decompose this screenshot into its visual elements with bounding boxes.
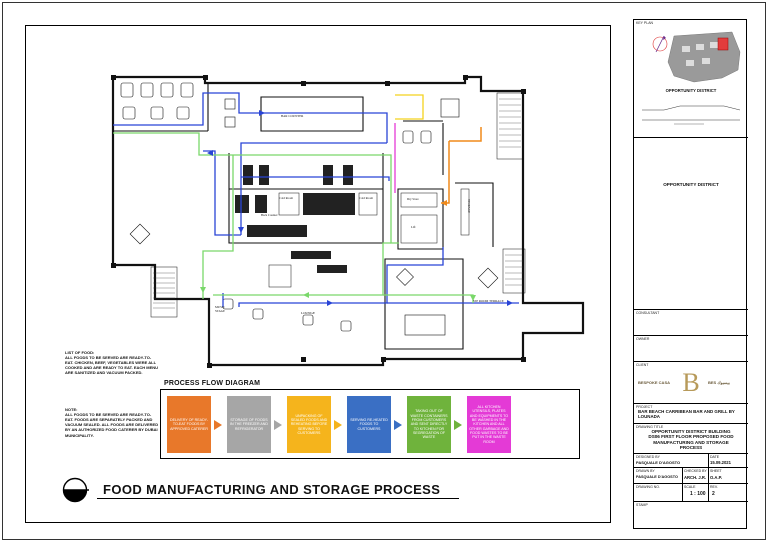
drawn-by-label: DRAWN BY xyxy=(636,469,655,473)
flow-arrow-icon xyxy=(454,420,462,430)
client-logo-right: BES بيسبوك xyxy=(708,380,730,385)
date-divider xyxy=(708,454,709,467)
drawing-title: OPPORTUNITY DISTRICT BUILDING DS06 FIRST… xyxy=(648,429,734,450)
plan-label-dry-store: Dry Store xyxy=(407,197,419,201)
consultant-cell: CONSULTANT xyxy=(634,310,748,336)
key-plan-map xyxy=(642,31,741,125)
scale-divider xyxy=(682,484,683,501)
project-label: PROJECT xyxy=(636,405,653,409)
process-step-waste-collection: TAKING OUT OF WASTE CONTAINERS FROM CUST… xyxy=(407,396,451,453)
plan-label-lounge: LOUNGE xyxy=(301,311,315,315)
stamp-label: STAMP xyxy=(636,503,648,507)
key-plan-cell: KEY PLAN OPPORTUNITY DISTRICT xyxy=(634,20,748,138)
title-underline xyxy=(97,498,459,499)
consultant-label: CONSULTANT xyxy=(636,311,660,315)
scale-label: SCALE xyxy=(684,485,696,489)
checked-divider xyxy=(682,468,683,483)
drawing-frame xyxy=(25,25,611,523)
flow-arrow-icon xyxy=(394,420,402,430)
main-title: FOOD MANUFACTURING AND STORAGE PROCESS xyxy=(103,482,441,497)
client-logo-mark: B xyxy=(682,368,700,397)
rev-divider xyxy=(708,484,709,501)
project-name: BAR BEACH CARRIBEAN BAR AND GRILL BY LOU… xyxy=(638,409,735,420)
drawn-row: DRAWN BY PASQUALE D'AGOSTO CHECKED BY AR… xyxy=(634,468,748,484)
process-step-serving: SERVING RE-HEATED FOODS TO CUSTOMERS xyxy=(347,396,391,453)
designed-by-label: DESIGNED BY xyxy=(636,455,660,459)
checked-by: ARCH. J.R. xyxy=(684,475,707,480)
checked-by-label: CHECKED BY xyxy=(684,469,707,473)
section-marker-icon xyxy=(62,477,89,503)
drawing-title-label: DRAWING TITLE xyxy=(636,425,664,429)
plan-label-cold-room-1: Cold Room xyxy=(279,196,293,200)
list-of-food-note: LIST OF FOOD: ALL FOODS TO BE SERVED ARE… xyxy=(65,350,159,376)
process-step-washing: ALL KITCHEN UTENSILS, PLATES AND EQUIPME… xyxy=(467,396,511,453)
drawing-title-cell: DRAWING TITLE OPPORTUNITY DISTRICT BUILD… xyxy=(634,424,748,454)
plan-label-back-counter: Back Counter xyxy=(261,213,278,217)
client-label: CLIENT xyxy=(636,363,649,367)
sheet-value: O.A.P. xyxy=(710,475,723,480)
scale-row: DRAWING NO. SCALE 1 : 100 REV. 2 xyxy=(634,484,748,502)
date-label: DATE xyxy=(710,455,720,459)
process-flow-box: DELIVERY OF READY-TO-EAT FOODS BY APPROV… xyxy=(160,389,580,459)
plan-label-bar-counter: BAR COUNTER xyxy=(281,114,304,118)
key-plan-label: KEY PLAN xyxy=(636,21,654,25)
plan-label-storage: STORAGE xyxy=(467,199,471,213)
scale-value: 1 : 100 xyxy=(690,491,706,497)
district-cell: OPPORTUNITY DISTRICT xyxy=(634,138,748,310)
drawn-by: PASQUALE D'AGOSTO xyxy=(636,475,678,479)
flow-arrow-icon xyxy=(334,420,342,430)
designed-by: PASQUALE D'AGOSTO xyxy=(636,460,681,465)
process-step-storage: STORAGE OF FOODS IN THE FREEZER AND REFR… xyxy=(227,396,271,453)
sheet-divider xyxy=(708,468,709,483)
process-flow-title: PROCESS FLOW DIAGRAM xyxy=(164,380,261,387)
plan-label-lift: Lift xyxy=(411,225,416,229)
title-block: KEY PLAN OPPORTUNITY DISTRICT OPPORTUNIT… xyxy=(633,19,748,530)
district-name: OPPORTUNITY DISTRICT xyxy=(663,182,719,187)
rev-label: REV. xyxy=(710,485,718,489)
owner-cell: OWNER xyxy=(634,336,748,362)
client-cell: CLIENT BESPOKE CASA B BES بيسبوك xyxy=(634,362,748,404)
flow-arrow-icon xyxy=(274,420,282,430)
designed-row: DESIGNED BY PASQUALE D'AGOSTO DATE 15.09… xyxy=(634,454,748,468)
key-plan-district: OPPORTUNITY DISTRICT xyxy=(665,88,717,93)
client-logo-left: BESPOKE CASA xyxy=(638,380,671,385)
owner-label: OWNER xyxy=(636,337,650,341)
plan-label-music-stage: MUSIC STAGE xyxy=(214,305,226,313)
general-note: NOTE: ALL FOODS TO BE SERVED ARE READY-T… xyxy=(65,407,159,438)
process-flow-diagram: PROCESS FLOW DIAGRAM DELIVERY OF READY-T… xyxy=(160,380,580,460)
sheet-label: SHEET xyxy=(710,469,722,473)
floor-plan xyxy=(111,75,585,368)
process-step-delivery: DELIVERY OF READY-TO-EAT FOODS BY APPROV… xyxy=(167,396,211,453)
project-cell: PROJECT BAR BEACH CARRIBEAN BAR AND GRIL… xyxy=(634,404,748,424)
drawing-no-label: DRAWING NO. xyxy=(636,485,660,489)
rev-value: 2 xyxy=(712,491,715,497)
sheet-title-block: FOOD MANUFACTURING AND STORAGE PROCESS xyxy=(61,477,461,503)
flow-arrow-icon xyxy=(214,420,222,430)
date-value: 15.09.2021 xyxy=(710,460,731,465)
plan-label-vip-terrace: VIP ROOM TERRACE xyxy=(473,299,504,303)
stamp-cell: STAMP xyxy=(634,502,748,530)
process-step-reheating: UNPACKING OF SEALED FOODS AND REHEATING … xyxy=(287,396,331,453)
plan-label-cold-room-2: Cold Room xyxy=(359,196,373,200)
